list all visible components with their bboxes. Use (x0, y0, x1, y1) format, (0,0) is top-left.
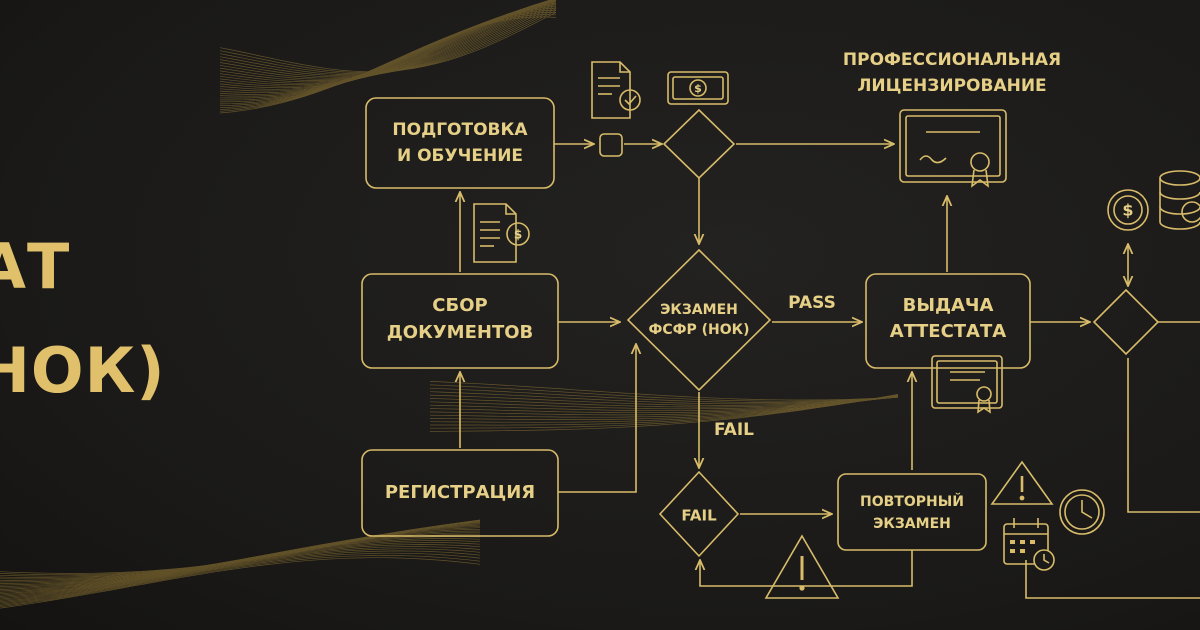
licensing-line1: ПРОФЕССИОНАЛЬНАЯ (843, 50, 1061, 70)
certificate-small-icon (931, 355, 1003, 414)
title-line-2: НОК) (0, 334, 166, 407)
edge-retake-loop (700, 550, 913, 587)
node-documents-box (361, 273, 559, 369)
edge-calendar-out (1025, 560, 1200, 599)
node-training-line2: И ОБУЧЕНИЕ (397, 146, 523, 166)
node-retake-line1: ПОВТОРНЫЙ (860, 493, 964, 510)
node-registration-label: РЕГИСТРАЦИЯ (385, 482, 535, 503)
document-dollar-icon: $ (473, 203, 530, 263)
node-fail-diamond-label: FAIL (681, 507, 717, 525)
node-certificate-box (865, 273, 1031, 369)
document-check-icon (591, 61, 641, 119)
node-exam-diamond (626, 248, 772, 392)
svg-text:$: $ (694, 82, 702, 95)
node-retake-line2: ЭКЗАМЕН (873, 516, 951, 532)
banknote-icon: $ (667, 71, 729, 105)
node-certificate-line2: АТТЕСТАТА (890, 321, 1006, 342)
warning-icon (764, 534, 840, 599)
edge-label-fail: FAIL (714, 420, 754, 440)
coin-icon: $ (1107, 189, 1149, 231)
node-fail-diamond (658, 470, 740, 558)
svg-text:$: $ (514, 228, 522, 242)
edge-reg-to-exam (558, 344, 636, 493)
node-exam-line1: ЭКЗАМЕН (660, 302, 738, 318)
edge-decision-down (1127, 358, 1200, 513)
small-step-box (599, 133, 623, 157)
decision-diamond-right (1092, 288, 1160, 356)
certificate-icon (899, 109, 1007, 188)
edge-label-pass: PASS (788, 293, 836, 313)
node-exam-line2: ФСФР (НОК) (648, 322, 749, 338)
svg-text:$: $ (1122, 201, 1133, 220)
licensing-line2: ЛИЦЕНЗИРОВАНИЕ (857, 76, 1046, 96)
title-line-1: АТ (0, 230, 71, 303)
node-registration-box (361, 449, 559, 537)
calendar-icon (1003, 518, 1055, 571)
node-training-line1: ПОДГОТОВКА (392, 120, 528, 140)
node-retake-box (837, 473, 987, 551)
clock-icon (1059, 489, 1105, 535)
node-training-box (365, 97, 555, 189)
node-documents-line2: ДОКУМЕНТОВ (387, 322, 534, 343)
database-icon (1159, 170, 1200, 230)
node-documents-line1: СБОР (432, 295, 487, 316)
warning-icon-small (990, 460, 1054, 505)
decision-diamond-top (662, 108, 736, 180)
node-certificate-line1: ВЫДАЧА (903, 295, 994, 316)
